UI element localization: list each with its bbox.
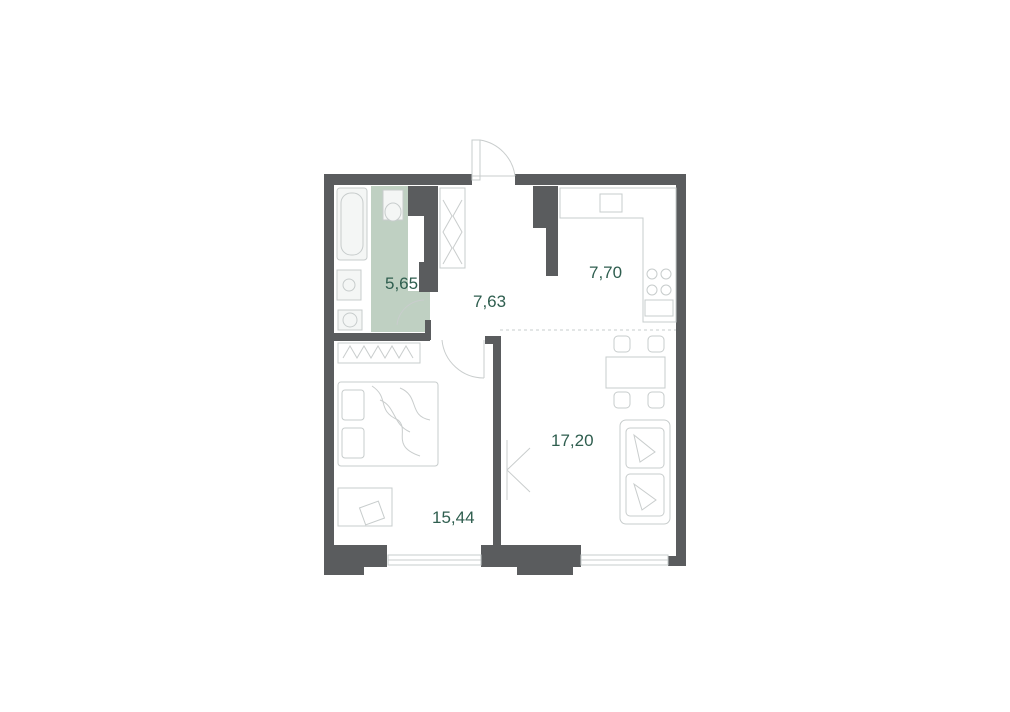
bed — [337, 381, 439, 467]
toilet-unit — [382, 189, 404, 222]
walls — [324, 174, 686, 575]
toilet — [337, 309, 363, 331]
bedroom-area: 15,44 — [432, 508, 475, 527]
hallway-area: 7,63 — [473, 292, 506, 311]
kitchen-counter — [559, 187, 677, 323]
sink — [336, 269, 362, 301]
windows — [387, 554, 669, 566]
dining-table — [605, 335, 666, 409]
kitchen-area: 7,70 — [589, 263, 622, 282]
bedroom-door — [441, 339, 485, 379]
bathroom-door — [396, 299, 425, 326]
hall-wardrobe — [439, 187, 466, 269]
bathtub — [336, 187, 368, 261]
tv-unit — [506, 440, 531, 500]
living-room-area: 17,20 — [551, 431, 594, 450]
bathroom-floor — [371, 186, 430, 332]
entrance-door — [471, 139, 516, 181]
sofa — [619, 419, 671, 525]
bedroom-wardrobe — [337, 342, 421, 364]
desk — [337, 487, 393, 527]
bathroom-area: 5,65 — [385, 274, 418, 293]
